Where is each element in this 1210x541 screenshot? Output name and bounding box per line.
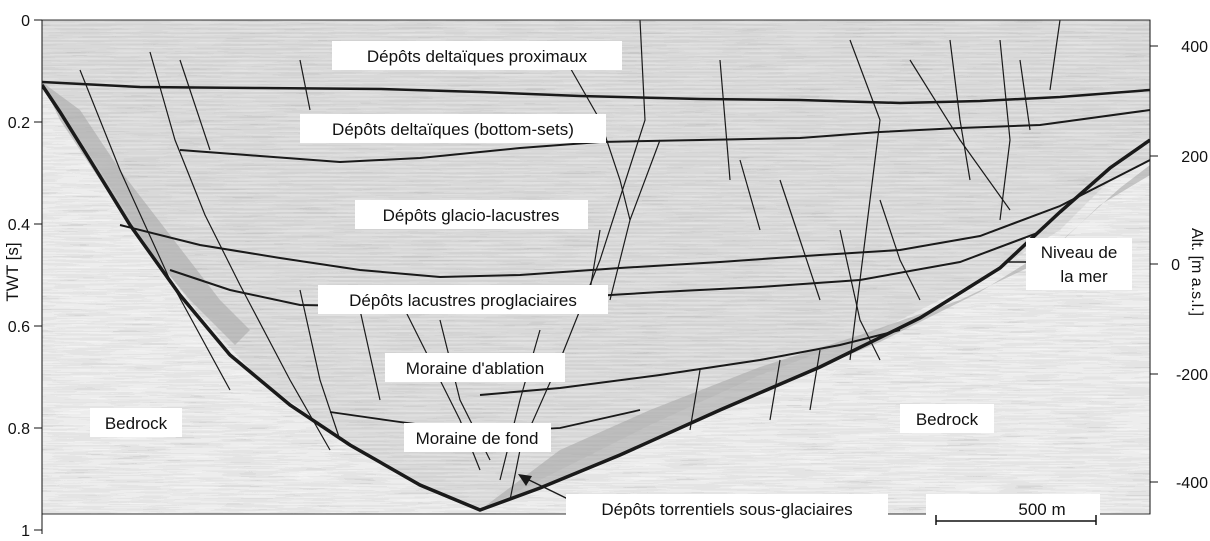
scale-bar-label: 500 m [1018, 500, 1065, 519]
svg-text:Dépôts lacustres proglaciaires: Dépôts lacustres proglaciaires [349, 291, 577, 310]
label-bedrock-left: Bedrock [90, 408, 182, 437]
svg-text:Dépôts torrentiels sous-glacia: Dépôts torrentiels sous-glaciaires [601, 500, 852, 519]
right-tick-label: -200 [1176, 367, 1208, 384]
seismic-panel [42, 20, 1150, 514]
right-tick-label: -400 [1176, 475, 1208, 492]
left-tick-label: 0.2 [8, 115, 30, 132]
left-tick-label: 0.6 [8, 319, 30, 336]
svg-text:Dépôts deltaïques proximaux: Dépôts deltaïques proximaux [367, 47, 588, 66]
right-axis-title: Alt. [m a.s.l.] [1188, 228, 1205, 316]
right-tick-label: 400 [1181, 39, 1208, 56]
svg-text:Moraine de fond: Moraine de fond [416, 429, 539, 448]
left-tick-label: 1 [21, 523, 30, 540]
scale-bar: 500 m [926, 494, 1100, 528]
svg-text:Bedrock: Bedrock [105, 414, 168, 433]
left-axis-title: TWT [s] [3, 242, 22, 301]
label-sea-level: Niveau de la mer [1026, 238, 1132, 290]
svg-text:la mer: la mer [1060, 267, 1108, 286]
label-subglacial-torrential: Dépôts torrentiels sous-glaciaires [566, 494, 888, 523]
label-ablation-moraine: Moraine d'ablation [385, 353, 565, 382]
label-bedrock-right: Bedrock [900, 404, 994, 433]
right-tick-label: 0 [1171, 257, 1180, 274]
svg-text:Dépôts deltaïques (bottom-sets: Dépôts deltaïques (bottom-sets) [332, 120, 574, 139]
label-ground-moraine: Moraine de fond [404, 423, 551, 452]
left-tick-label: 0.4 [8, 217, 30, 234]
svg-text:Bedrock: Bedrock [916, 410, 979, 429]
svg-text:Moraine d'ablation: Moraine d'ablation [406, 359, 544, 378]
label-proglacial-lacustrine: Dépôts lacustres proglaciaires [318, 285, 608, 314]
left-tick-label: 0.8 [8, 421, 30, 438]
label-deltaic-bottomsets: Dépôts deltaïques (bottom-sets) [300, 114, 606, 143]
left-tick-label: 0 [21, 13, 30, 30]
svg-text:Niveau de: Niveau de [1041, 243, 1118, 262]
label-glaciolacustrine: Dépôts glacio-lacustres [355, 200, 588, 229]
label-deltaic-proximal: Dépôts deltaïques proximaux [332, 41, 622, 70]
left-axis: 0 0.2 0.4 0.6 0.8 1 TWT [s] [3, 13, 42, 540]
svg-text:Dépôts glacio-lacustres: Dépôts glacio-lacustres [383, 206, 560, 225]
right-axis: 400 200 0 -200 -400 Alt. [m a.s.l.] [1150, 20, 1208, 514]
right-tick-label: 200 [1181, 149, 1208, 166]
